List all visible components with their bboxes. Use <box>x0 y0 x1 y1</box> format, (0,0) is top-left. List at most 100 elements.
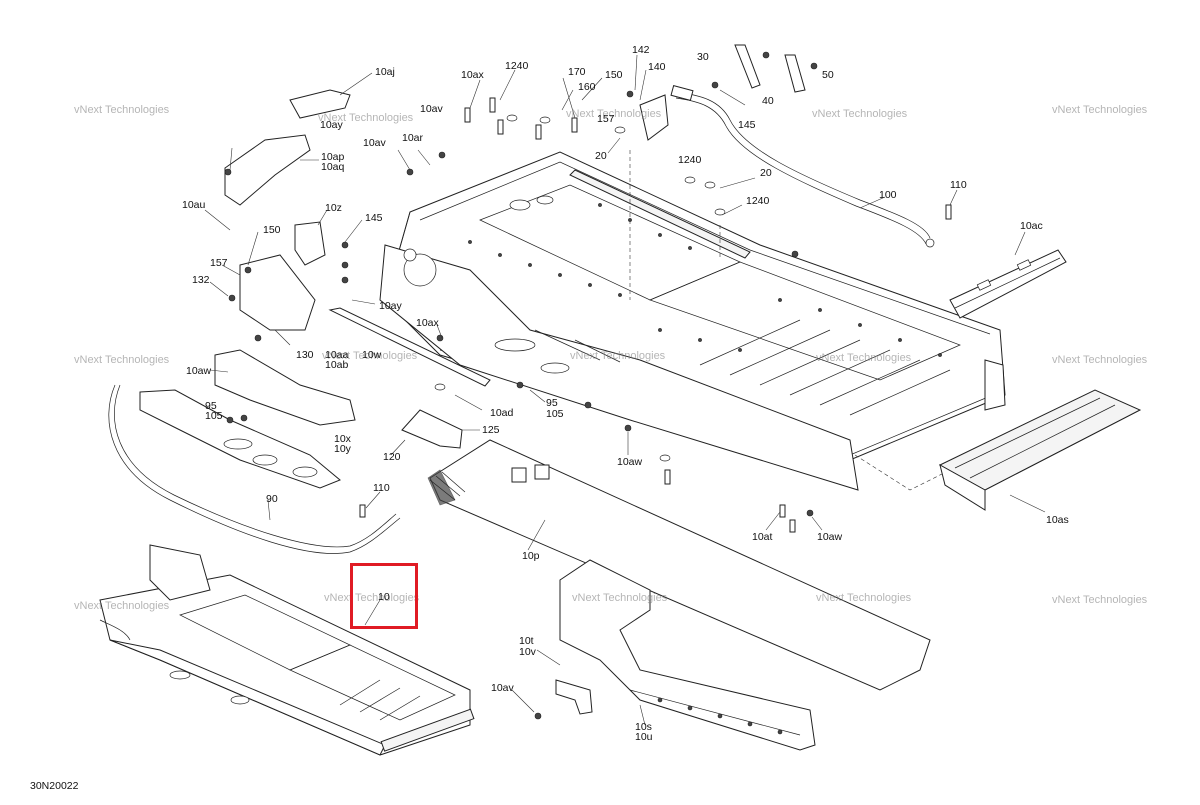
side-panel-part <box>559 559 816 751</box>
callout-label: 145 <box>738 119 756 131</box>
watermark: vNext Technologies <box>816 592 911 604</box>
main-tunnel <box>379 151 1006 491</box>
watermark: vNext Technologies <box>74 354 169 366</box>
callout-label: 10s <box>635 721 652 733</box>
callout-label: 1240 <box>678 154 702 166</box>
callout-label: 50 <box>822 69 834 81</box>
watermark-text: vNext Technologies <box>816 352 912 364</box>
arm-30 <box>734 44 761 89</box>
callout-label: 10aw <box>186 365 212 377</box>
callout-label: 145 <box>365 212 383 224</box>
callout-label: 10at <box>752 531 773 543</box>
callout-label: 10av <box>491 682 514 694</box>
callout-label: 10av <box>420 103 443 115</box>
footrest-120 <box>401 409 463 449</box>
callout-label: 10aq <box>321 161 345 173</box>
watermark-text: vNext Technologies <box>1052 594 1148 606</box>
callout-label: 95 <box>205 400 217 412</box>
callout-label: 120 <box>383 451 401 463</box>
callout-label: 10x <box>334 433 351 445</box>
callout-label: 160 <box>578 81 596 93</box>
tunnel-assembly-thumbnail <box>99 544 475 756</box>
callout-label: 90 <box>266 493 278 505</box>
callout-label: 95 <box>546 397 558 409</box>
watermark: vNext Technologies <box>322 350 417 362</box>
watermark-text: vNext Technologies <box>1052 104 1148 116</box>
callout-label: 10ap <box>321 151 345 163</box>
watermark: vNext Technologies <box>566 108 661 120</box>
foot-rail-part <box>108 384 401 554</box>
callout-label: 110 <box>373 482 390 494</box>
callout-label: 1240 <box>746 195 770 207</box>
watermark: vNext Technologies <box>1052 594 1147 606</box>
bracket-10ap <box>224 134 311 206</box>
strip-10w <box>328 307 491 387</box>
callout-label: 10v <box>519 646 536 658</box>
bracket-140 <box>639 94 669 141</box>
arm-40 <box>784 54 806 93</box>
rear-bumper-part <box>938 389 1142 511</box>
leader-lines <box>204 54 1046 726</box>
watermark: vNext Technologies <box>318 112 413 124</box>
callout-label: 20 <box>595 150 607 162</box>
callout-label: 10aa <box>325 349 349 361</box>
grab-handle-part <box>670 84 935 248</box>
callout-label: 40 <box>762 95 774 107</box>
callout-label: 110 <box>950 179 967 191</box>
bracket-10ac <box>949 249 1067 319</box>
callout-label: 132 <box>192 274 210 286</box>
watermark-text: vNext Technologies <box>816 592 912 604</box>
callout-label: 30 <box>697 51 709 63</box>
watermark: vNext Technologies <box>1052 354 1147 366</box>
watermark-text: vNext Technologies <box>324 592 420 604</box>
callout-label: 10ax <box>461 69 484 81</box>
callout-label: 10 <box>378 591 390 603</box>
watermark-text: vNext Technologies <box>74 104 170 116</box>
callout-label: 150 <box>605 69 623 81</box>
callout-label: 142 <box>632 44 650 56</box>
callout-label: 10aw <box>817 531 843 543</box>
callout-label: 157 <box>597 113 615 125</box>
callout-label: 1240 <box>505 60 529 72</box>
callout-label: 130 <box>296 349 314 361</box>
bracket-10t <box>555 679 593 715</box>
watermark-text: vNext Technologies <box>322 350 418 362</box>
plate-130 <box>239 254 316 331</box>
callout-label: 10as <box>1046 514 1069 526</box>
callout-label: 10u <box>635 731 653 743</box>
watermark: vNext Technologies <box>1052 104 1147 116</box>
callout-label: 10z <box>325 202 342 214</box>
watermark-text: vNext Technologies <box>572 592 668 604</box>
callout-label: 10ay <box>320 119 343 131</box>
watermark-text: vNext Technologies <box>318 112 414 124</box>
watermark: vNext Technologies <box>324 592 419 604</box>
callout-label: 10aw <box>617 456 643 468</box>
watermark-text: vNext Technologies <box>566 108 662 120</box>
callout-label: 10ac <box>1020 220 1043 232</box>
watermark-text: vNext Technologies <box>812 108 908 120</box>
watermark-text: vNext Technologies <box>74 354 170 366</box>
highlight-box[interactable] <box>350 563 418 629</box>
bracket-10z <box>294 221 326 266</box>
watermark: vNext Technologies <box>812 108 907 120</box>
callout-label: 10y <box>334 443 351 455</box>
callout-label: 10av <box>363 137 386 149</box>
callout-label: 105 <box>546 408 564 420</box>
callout-label: 10ad <box>490 407 514 419</box>
watermark-text: vNext Technologies <box>570 350 666 362</box>
callout-label: 10ay <box>379 300 402 312</box>
callout-label: 10ab <box>325 359 349 371</box>
callout-label: 105 <box>205 410 223 422</box>
reference-code: 30N20022 <box>30 780 79 792</box>
watermark-text: vNext Technologies <box>74 600 170 612</box>
callout-label: 10p <box>522 550 540 562</box>
bracket-10aj <box>289 89 351 119</box>
callout-label: 140 <box>648 61 666 73</box>
bracket-10aa <box>214 349 356 426</box>
callout-label: 10au <box>182 199 206 211</box>
callout-label: 125 <box>482 424 500 436</box>
callout-label: 150 <box>263 224 281 236</box>
callout-label: 10ar <box>402 132 424 144</box>
